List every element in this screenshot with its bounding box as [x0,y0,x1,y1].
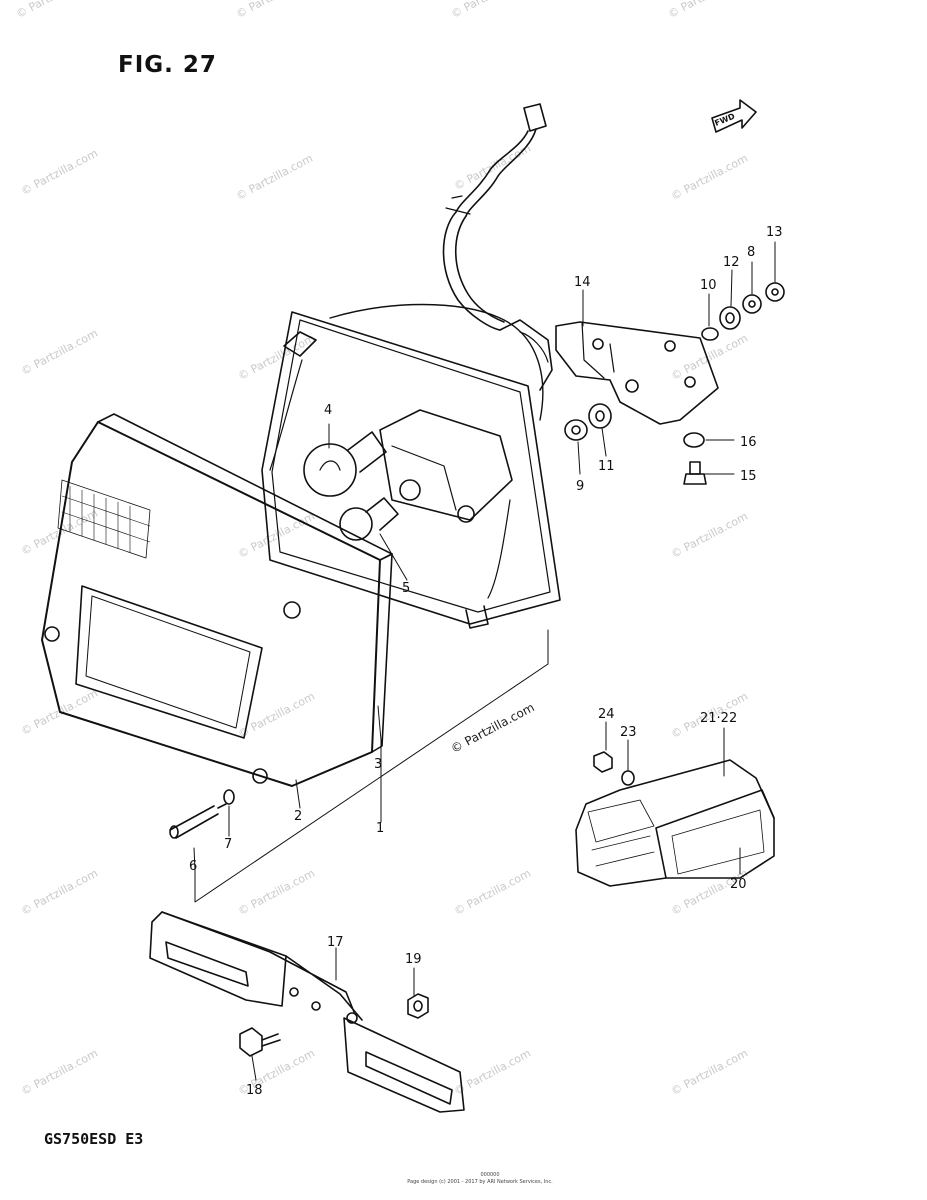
model-code: GS750ESD E3 [44,1130,144,1148]
tail-light-lens [41,413,393,787]
callout-16: 16 [740,435,757,450]
callout-7: 7 [224,837,232,852]
callout-2: 2 [294,809,302,824]
bulb-5 [339,497,399,541]
bulb-4 [303,431,387,497]
mounting-bracket-14 [555,321,719,425]
callout-3: 3 [374,757,382,772]
bolt-18 [239,1027,281,1057]
callout-labels: 1 2 3 4 5 6 7 8 9 10 11 12 13 14 15 16 1… [189,225,783,1098]
washer-7 [223,789,235,805]
callout-15: 15 [740,469,757,484]
callout-24: 24 [598,707,615,722]
callout-21-22: 21·22 [700,711,737,726]
callout-8: 8 [747,245,755,260]
forward-arrow-icon: FWD [711,99,757,133]
washer-23 [621,770,635,786]
callout-12: 12 [723,255,740,270]
callout-19: 19 [405,952,422,967]
callout-20: 20 [730,877,747,892]
callout-10: 10 [700,278,717,293]
wire-harness [442,103,547,331]
nut-19 [407,993,429,1019]
callout-11: 11 [598,459,615,474]
callout-1: 1 [376,821,384,836]
footer-code: 000000 [480,1172,500,1178]
callout-18: 18 [246,1083,263,1098]
callout-23: 23 [620,725,637,740]
license-plate-bracket-17 [149,911,465,1113]
callout-6: 6 [189,859,197,874]
callout-9: 9 [576,479,584,494]
nut-24 [593,751,613,773]
reflector-20 [575,759,775,887]
callout-14: 14 [574,275,591,290]
callout-17: 17 [327,935,344,950]
callout-5: 5 [402,581,410,596]
screw-6 [169,803,227,839]
leader-lines [193,241,776,1081]
tail-light-housing [261,303,561,629]
callout-4: 4 [324,403,332,418]
bulb-socket [379,319,553,523]
fwd-label: FWD [713,112,736,128]
footer-copyright: Page design (c) 2001 - 2017 by ARI Netwo… [407,1179,553,1185]
figure-title: FIG. 27 [118,52,217,78]
callout-13: 13 [766,225,783,240]
hardware-fasteners [564,282,785,485]
